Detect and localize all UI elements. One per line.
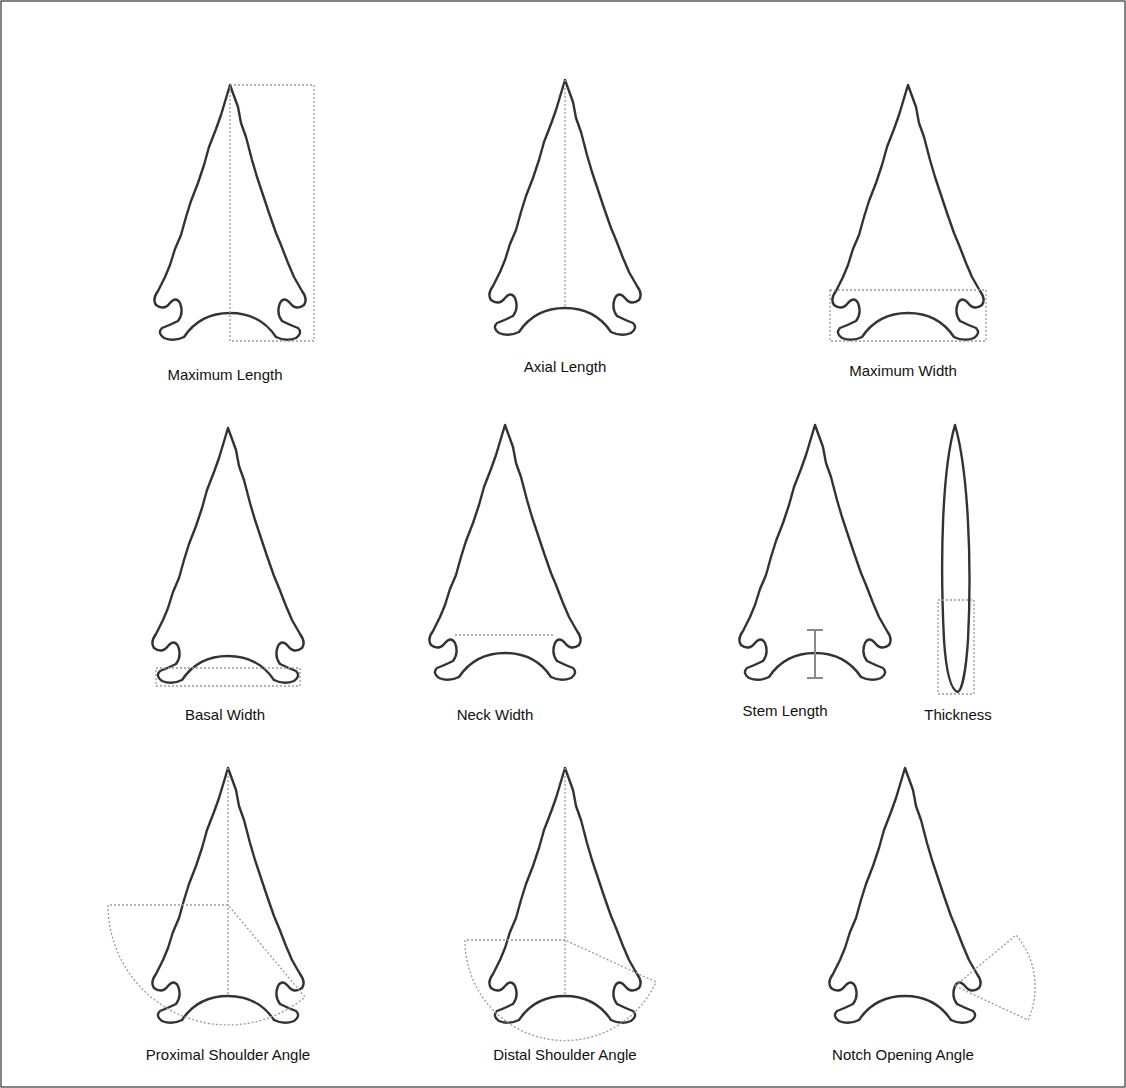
axis-line (227, 768, 228, 996)
measurement-label: Basal Width (185, 706, 265, 724)
neck-line (455, 634, 555, 635)
point-outline (152, 768, 303, 1023)
thickness-box (938, 600, 974, 694)
measurement-label: Proximal Shoulder Angle (146, 1046, 310, 1064)
measurement-label: Neck Width (457, 706, 534, 724)
angle-sector (955, 935, 1035, 1020)
stem-length-bar (807, 630, 823, 678)
measurement-label: Thickness (924, 706, 992, 724)
axis-line (564, 768, 565, 996)
point-outline (739, 425, 890, 680)
measurement-label: Maximum Width (849, 362, 957, 380)
point-outline (832, 85, 983, 340)
point-outline (829, 768, 980, 1023)
measurement-label: Stem Length (742, 702, 827, 720)
point-outline (152, 428, 303, 683)
measurement-label: Axial Length (524, 358, 607, 376)
measurement-label: Distal Shoulder Angle (493, 1046, 636, 1064)
length-box (230, 85, 314, 341)
basal-width-box (156, 668, 300, 686)
measurement-label: Maximum Length (167, 366, 282, 384)
measurement-label: Notch Opening Angle (832, 1046, 974, 1064)
axis-line (564, 80, 565, 308)
point-outline (429, 425, 580, 680)
angle-sector (465, 940, 656, 1041)
point-outline (489, 80, 640, 335)
width-box (830, 290, 986, 341)
side-profile (942, 425, 969, 692)
point-outline (489, 768, 640, 1023)
angle-sector (108, 905, 305, 1025)
